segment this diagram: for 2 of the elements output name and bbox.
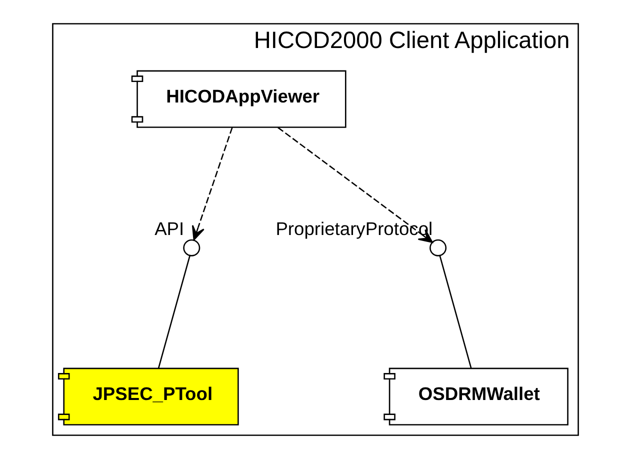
node-label: ProprietaryProtocol (275, 218, 432, 240)
node-label: API (154, 218, 184, 240)
